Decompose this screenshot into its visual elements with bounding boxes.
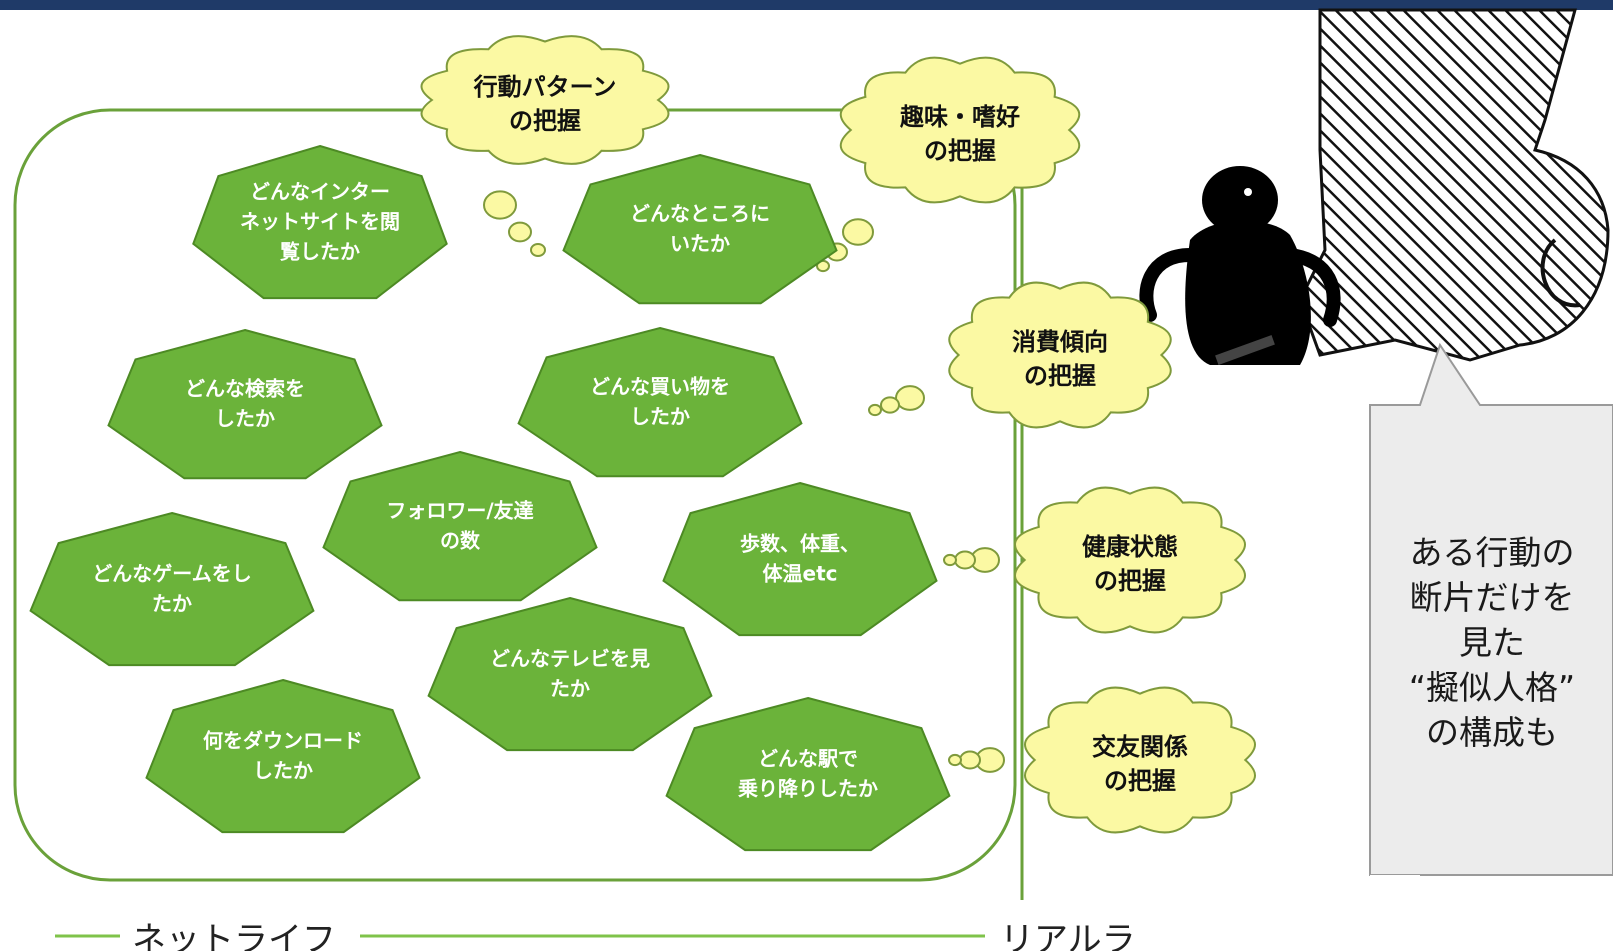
thought-bubble	[895, 385, 925, 411]
polygon-label-line: 乗り降りしたか	[738, 777, 878, 801]
polygon-label-line: したか	[630, 405, 690, 429]
cloud-label-line: 交友関係	[1092, 733, 1188, 761]
heptagon-shape	[107, 328, 383, 480]
polygon-label-line: ネットサイトを閲	[240, 210, 400, 234]
polygon-label-line: どんなテレビを見	[490, 647, 650, 671]
heptagon-shape	[145, 678, 421, 834]
callout-line: ある行動の	[1410, 533, 1575, 572]
polygon-label-line: どんなところに	[630, 202, 770, 226]
thought-bubble	[880, 396, 900, 414]
heptagon-shape	[427, 596, 713, 752]
thought-bubble	[868, 403, 882, 417]
callout-line: 見た	[1459, 623, 1525, 662]
cloud-label-line: 健康状態	[1082, 533, 1178, 561]
cloud-shape	[420, 35, 670, 165]
thought-bubble	[483, 190, 517, 220]
polygon-label-line: どんな駅で	[758, 747, 858, 771]
cloud-label-line: の把握	[1104, 767, 1176, 795]
cloud-label-line: の把握	[509, 107, 581, 135]
polygon-label-line: どんなインター	[250, 180, 390, 204]
thought-bubble	[959, 750, 981, 770]
cloud-shape	[1024, 686, 1256, 834]
polygon-label-line: したか	[253, 759, 313, 783]
cloud-label-line: の把握	[924, 137, 996, 165]
cloud-shape	[948, 281, 1172, 429]
callout-line: “擬似人格”	[1409, 668, 1575, 707]
heptagon-shape	[517, 326, 803, 478]
cloud-label-line: 消費傾向	[1012, 328, 1108, 356]
polygon-label-line: の数	[440, 529, 481, 553]
polygon-label-line: いたか	[670, 232, 730, 256]
polygon-label-line: どんな買い物を	[590, 375, 730, 399]
cloud-label-line: の把握	[1024, 362, 1096, 390]
polygon-label-line: どんな検索を	[185, 377, 305, 401]
silhouette-figure-icon	[1139, 166, 1341, 365]
heptagon-shape	[562, 153, 838, 305]
polygon-label-line: どんなゲームをし	[92, 562, 251, 586]
top-bar	[0, 0, 1613, 10]
thought-bubble	[842, 218, 874, 246]
real-life-label: リアルラ	[1000, 920, 1136, 951]
callout-line: 断片だけを	[1410, 578, 1575, 617]
thought-bubble	[508, 221, 532, 243]
polygon-label-line: 歩数、体重、	[740, 532, 860, 556]
thought-bubble	[954, 550, 976, 570]
thought-bubble	[948, 753, 962, 767]
net-life-label: ネットライフ	[132, 920, 336, 951]
cloud-shape	[1014, 486, 1246, 634]
polygon-label-line: たか	[152, 592, 192, 616]
callout-line: の構成も	[1426, 713, 1558, 752]
heptagon-shape	[29, 511, 315, 667]
polygon-label-line: 何をダウンロード	[203, 729, 363, 753]
hatched-giant-icon	[1298, 8, 1610, 362]
thought-bubble	[530, 243, 546, 257]
cloud-label-line: 趣味・嗜好	[899, 103, 1020, 131]
callout-box	[1369, 342, 1613, 910]
cloud-shape	[839, 56, 1081, 204]
thought-bubble	[943, 553, 957, 567]
heptagon-shape	[322, 450, 598, 602]
heptagon-shape	[665, 696, 951, 852]
cloud-label-line: 行動パターン	[473, 73, 617, 101]
cloud-label-line: の把握	[1094, 567, 1166, 595]
polygon-label-line: したか	[215, 407, 275, 431]
polygon-label-line: 体温etc	[763, 562, 838, 586]
heptagon-shape	[662, 481, 938, 637]
heptagon-shape	[192, 144, 448, 300]
polygon-label-line: 覧したか	[280, 240, 360, 264]
polygon-label-line: フォロワー/友達	[386, 499, 533, 523]
data-source-polygon: 歩数、体重、体温etc	[662, 481, 938, 637]
polygon-label-line: たか	[550, 677, 590, 701]
